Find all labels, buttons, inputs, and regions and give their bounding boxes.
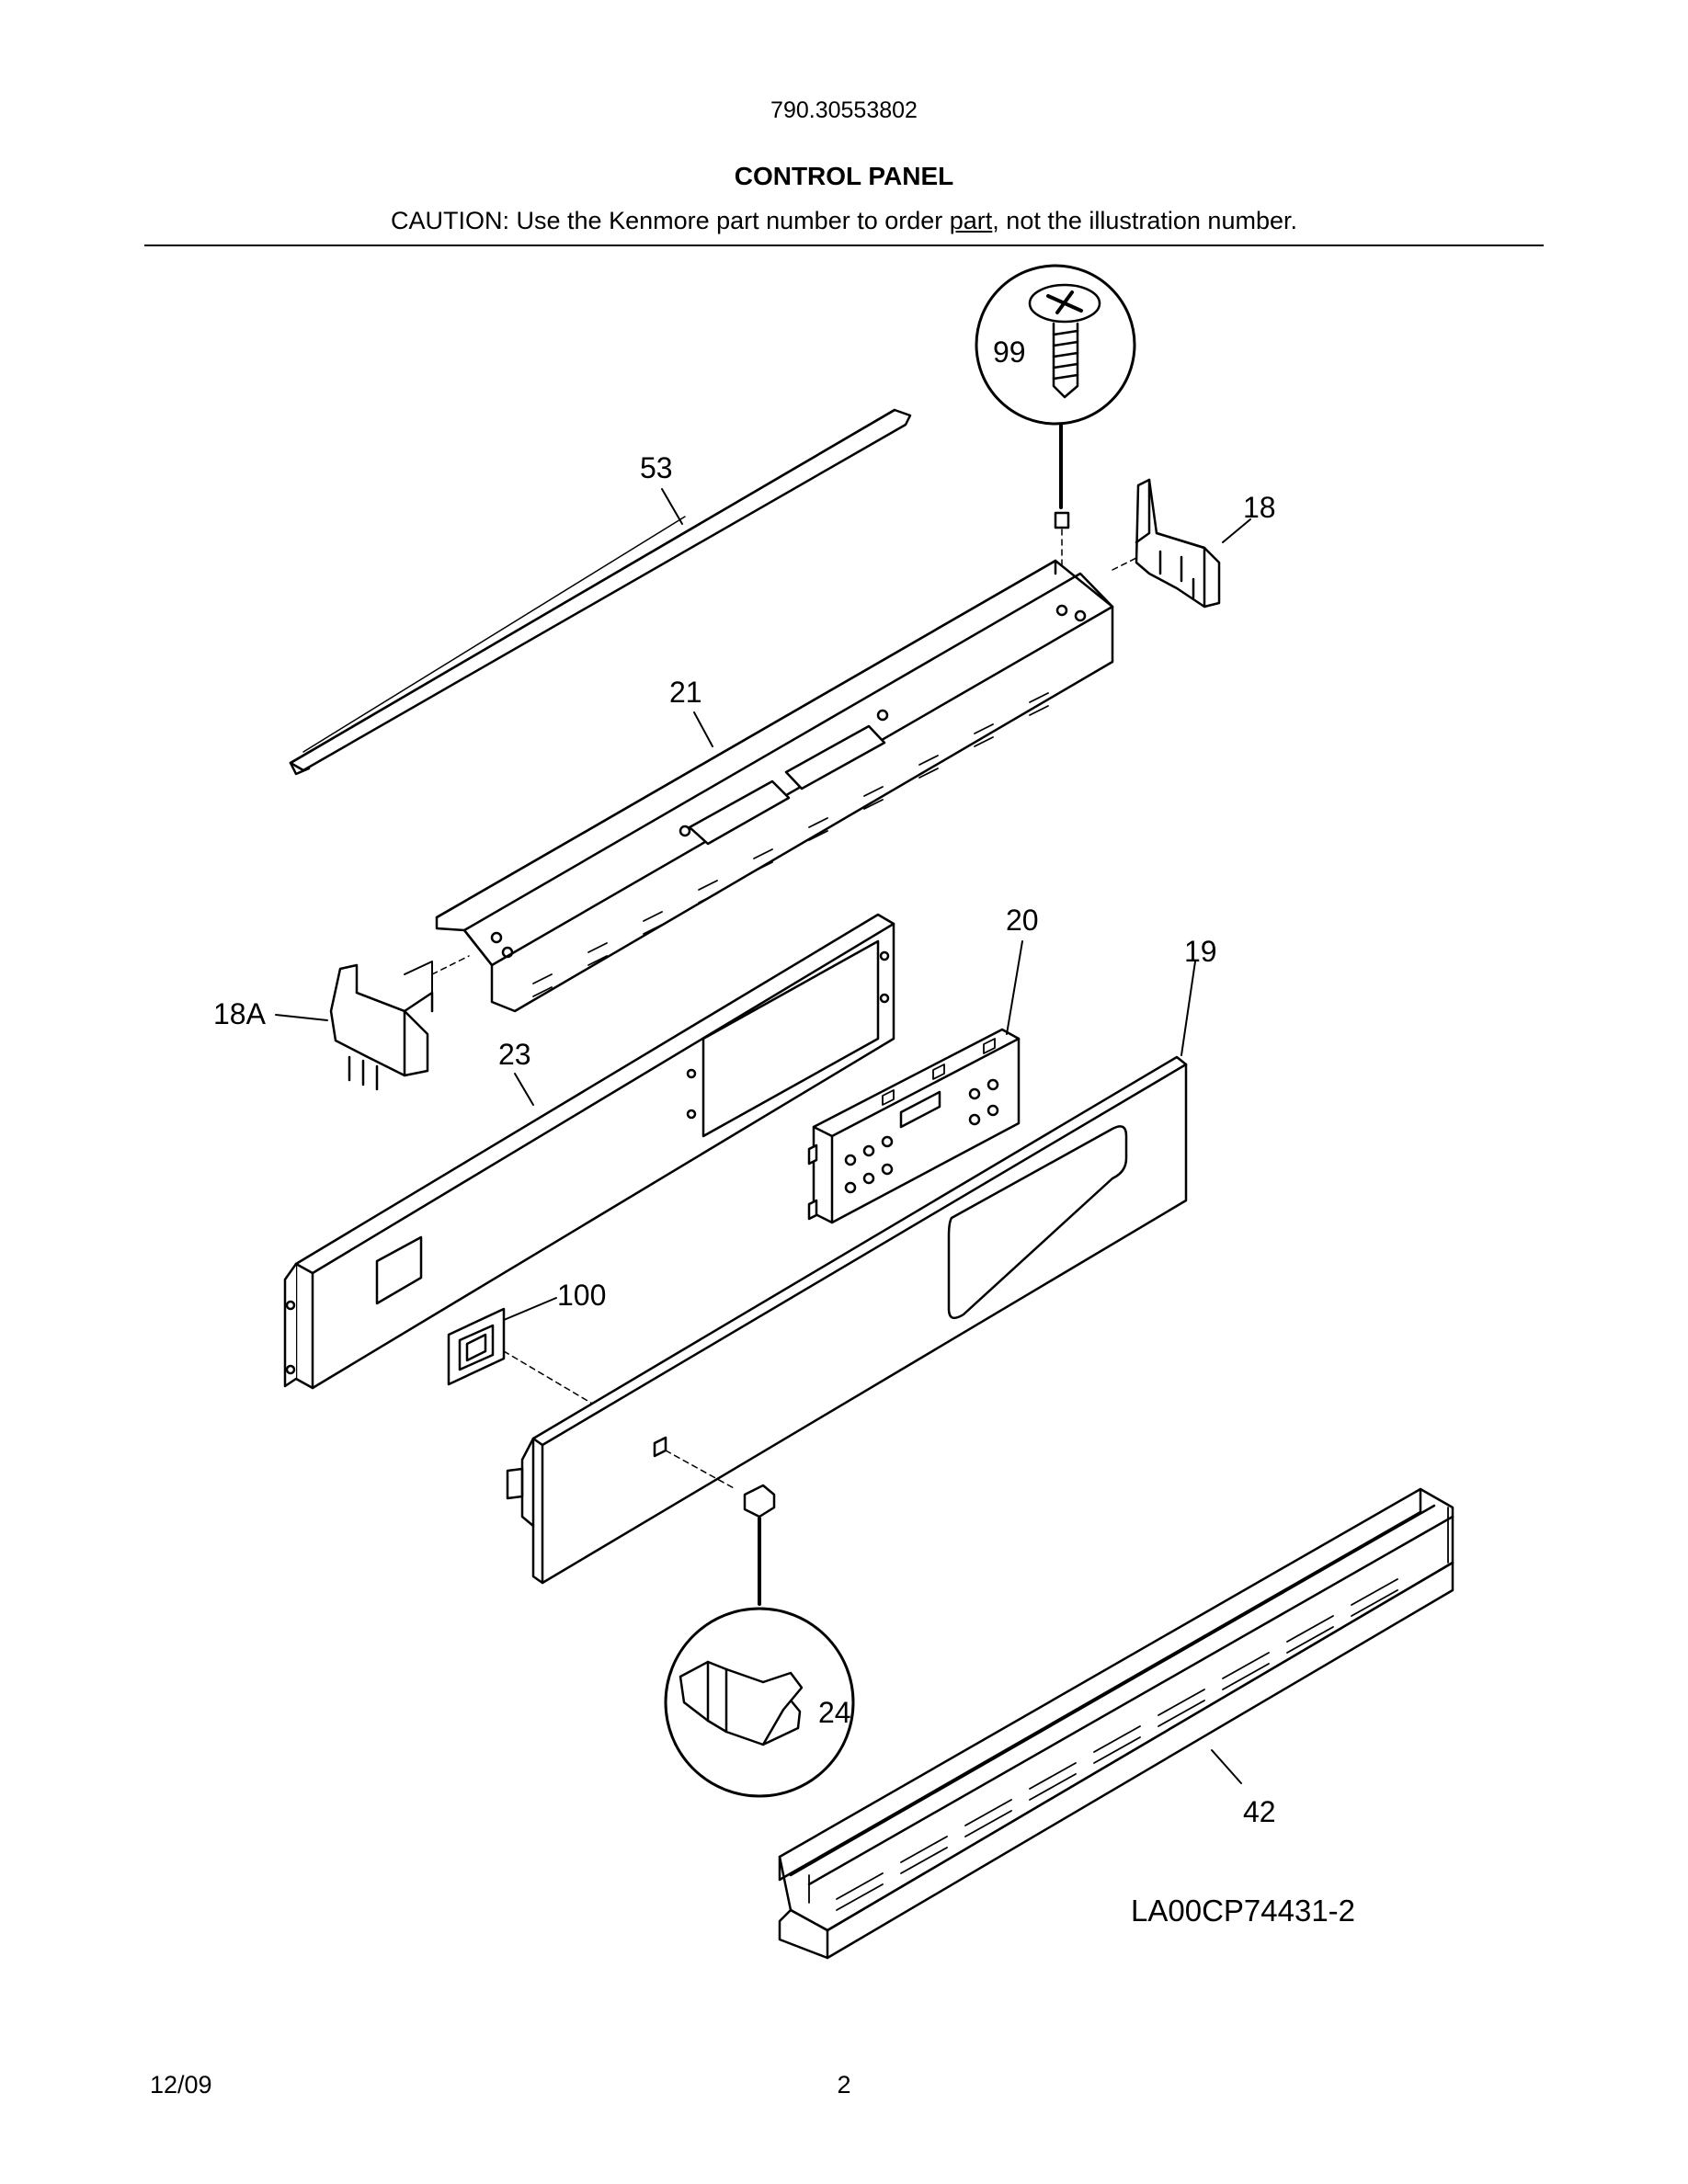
part-18A-left-bracket (329, 955, 470, 1091)
header-divider (144, 245, 1544, 246)
caution-underlined-word: part (949, 207, 993, 234)
part-21-control-panel-channel (435, 551, 1150, 1013)
model-number: 790.30553802 (770, 97, 918, 123)
callout-20: 20 (1006, 904, 1039, 937)
caution-prefix: CAUTION: Use the Kenmore part number to … (391, 207, 950, 234)
caution-note: CAUTION: Use the Kenmore part number to … (0, 207, 1688, 235)
part-99-screw-detail (975, 264, 1136, 589)
page-title: CONTROL PANEL (734, 162, 954, 190)
part-19-front-panel (506, 1055, 1188, 1585)
callout-99: 99 (993, 336, 1026, 369)
callout-21: 21 (669, 676, 702, 709)
callout-19: 19 (1184, 935, 1217, 968)
part-24-switch-detail (664, 1484, 855, 1798)
drawing-code: LA00CP74431-2 (1131, 1894, 1355, 1928)
caution-suffix: , not the illustration number. (992, 207, 1297, 234)
callout-42: 42 (1243, 1795, 1276, 1828)
page-number: 2 (837, 2071, 851, 2099)
part-100-switch-overlay (447, 1307, 644, 1435)
callout-18A: 18A (213, 997, 267, 1030)
part-18-right-bracket (1135, 478, 1221, 609)
callout-24: 24 (818, 1696, 851, 1729)
part-23-panel-frame (283, 913, 895, 1390)
callout-100: 100 (557, 1279, 606, 1312)
callout-53: 53 (640, 451, 673, 484)
callout-leader-lines (275, 488, 1251, 1784)
callout-18: 18 (1243, 491, 1276, 524)
callout-23: 23 (498, 1038, 531, 1071)
part-53-trim-strip (289, 408, 912, 776)
part-42-vented-rail (778, 1487, 1454, 1960)
part-20-electronic-control (807, 1028, 1021, 1224)
footer-date: 12/09 (150, 2071, 212, 2099)
